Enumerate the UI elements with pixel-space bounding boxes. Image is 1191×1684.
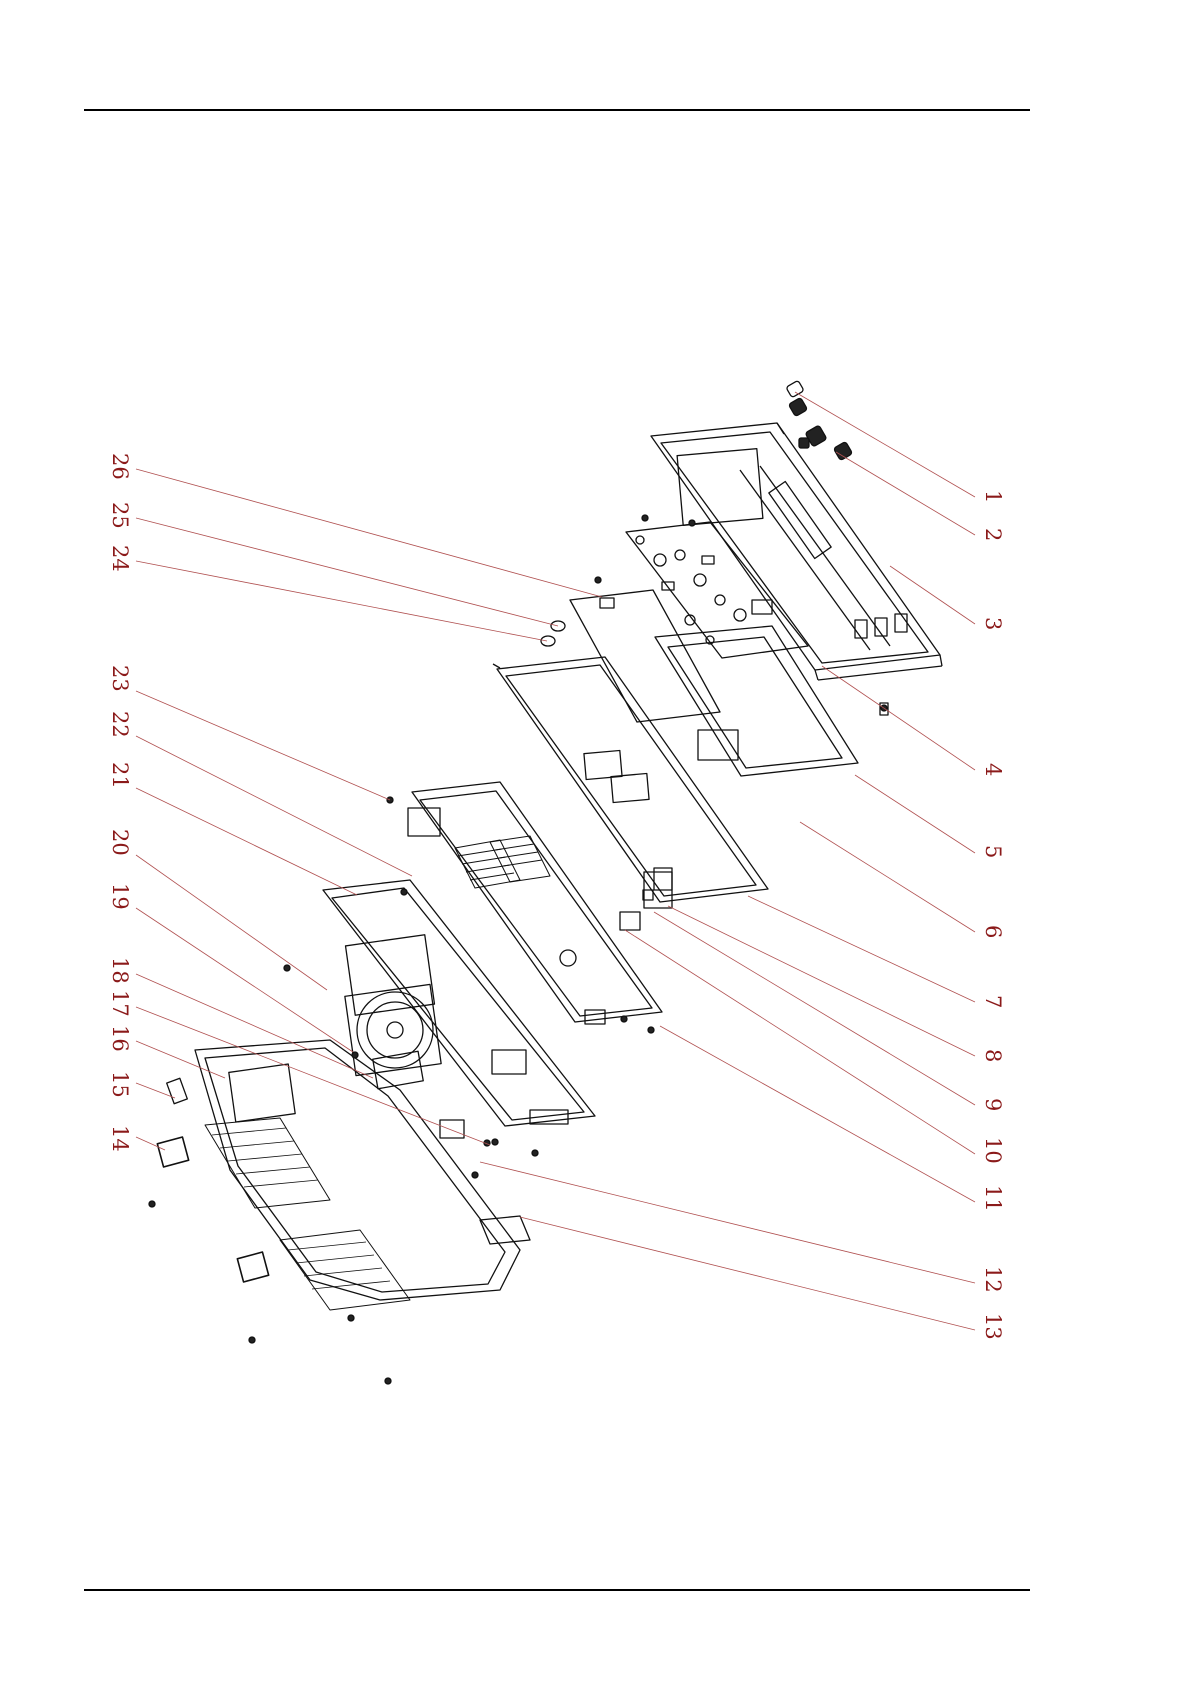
callout-23: 23 [108, 665, 132, 692]
callout-15: 15 [108, 1071, 132, 1098]
parts [149, 380, 942, 1384]
callout-4: 4 [981, 763, 1005, 776]
callout-17: 17 [108, 990, 132, 1017]
callout-16: 16 [108, 1025, 132, 1052]
callout-1: 1 [981, 490, 1005, 503]
callout-20: 20 [108, 829, 132, 856]
callout-6: 6 [981, 925, 1005, 938]
knob-1 [786, 380, 808, 416]
callout-18: 18 [108, 957, 132, 984]
connector-bracket [620, 868, 672, 930]
chassis-plate [493, 657, 768, 902]
callout-21: 21 [108, 762, 132, 789]
callout-12: 12 [981, 1266, 1005, 1293]
callout-5: 5 [981, 845, 1005, 858]
callout-10: 10 [981, 1137, 1005, 1164]
callout-14: 14 [108, 1125, 132, 1152]
keypad-board [626, 522, 888, 715]
callout-11: 11 [981, 1185, 1005, 1212]
callout-9: 9 [981, 1098, 1005, 1111]
callout-24: 24 [108, 545, 132, 572]
callout-3: 3 [981, 617, 1005, 630]
callout-13: 13 [981, 1313, 1005, 1340]
heat-sink-fins [455, 836, 550, 888]
callout-19: 19 [108, 883, 132, 910]
callout-22: 22 [108, 711, 132, 738]
callout-7: 7 [981, 995, 1005, 1008]
fan-bracket [323, 880, 595, 1126]
knob-2 [799, 425, 853, 460]
callout-26: 26 [108, 453, 132, 480]
main-board [408, 782, 662, 1024]
callout-25: 25 [108, 502, 132, 529]
callout-2: 2 [981, 528, 1005, 541]
callout-8: 8 [981, 1049, 1005, 1062]
small-pcb [570, 590, 720, 722]
callout-numbers: 1 2 3 4 5 6 7 8 9 10 11 12 13 14 15 16 1… [108, 453, 1005, 1340]
front-panel-housing [651, 423, 942, 680]
